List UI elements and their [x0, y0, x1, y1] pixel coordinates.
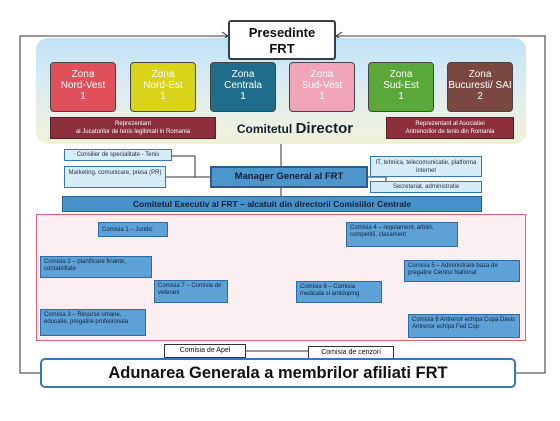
- general-manager-box: Manager General al FRT: [210, 166, 368, 188]
- rep-coaches-box: Reprezentant al Asociatiei Antrenorilor …: [386, 117, 514, 139]
- rep-coaches-line1: Reprezentant al Asociatiei: [415, 121, 485, 127]
- zone-num: 1: [160, 91, 166, 102]
- commission-4: Comisia 4 – regulament, arbitri, competi…: [346, 222, 458, 247]
- zone-name: Zona: [389, 69, 413, 80]
- zone-num: 2: [477, 91, 483, 102]
- director-committee-word1: Comitetul: [236, 122, 293, 136]
- zone-sub: Nord-Est: [143, 80, 183, 91]
- director-committee-word2: Director: [295, 120, 354, 137]
- zone-name: Zona: [151, 69, 175, 80]
- zone-num: 1: [240, 91, 246, 102]
- commission-3: Comisia 3 – Resurse umane, educatie, pre…: [40, 309, 146, 336]
- zone-sub: Sud-Est: [383, 80, 419, 91]
- rep-players-line2: al Jucatorilor de tenis legitimati in Ro…: [75, 129, 191, 135]
- zone-sub: Nord-Vest: [60, 80, 106, 91]
- appeals-commission-box: Comisia de Apel: [164, 344, 246, 358]
- zone-name: Zona: [468, 69, 492, 80]
- zone-sub: Centrala: [224, 80, 262, 91]
- commission-7: Comisia 7 – Comisia de veterani: [154, 280, 228, 303]
- zone-num: 1: [80, 91, 86, 102]
- secretariat-box: Secretariat, administratie: [370, 181, 482, 193]
- director-committee-title: Comitetul Director: [210, 120, 380, 138]
- president-title: Presedinte: [248, 25, 316, 40]
- general-assembly-box: Adunarea Generala a membrilor afiliati F…: [40, 358, 516, 388]
- advisor-tennis-box: Consilier de specialitate - Tenis: [64, 149, 172, 161]
- commission-1: Comisia 1 – Juridic: [98, 222, 168, 237]
- zone-name: Zona: [231, 69, 255, 80]
- commission-5: Comisia 5 – Administrare baza de pregati…: [404, 260, 520, 282]
- zone-sub: Bucuresti/ SAI: [448, 80, 512, 91]
- marketing-box: Marketing, comunicare, presa (PR): [64, 166, 166, 188]
- rep-coaches-line2: Antrenorilor de tenis din Romania: [405, 129, 495, 135]
- zone-num: 1: [319, 91, 325, 102]
- president-org: FRT: [269, 41, 295, 56]
- president-box: Presedinte FRT: [228, 20, 336, 60]
- zone-name: Zona: [71, 69, 95, 80]
- commission-2: Comisia 2 – planificare finante, contabi…: [40, 256, 152, 278]
- zone-num: 1: [398, 91, 404, 102]
- zone-name: Zona: [310, 69, 334, 80]
- it-box: IT, tehnica, telecomunicatie, platforma …: [370, 156, 482, 177]
- executive-committee-bar: Comitetul Executiv al FRT – alcatuit din…: [62, 196, 482, 212]
- rep-players-line1: Reprezentant: [114, 121, 152, 127]
- rep-players-box: Reprezentant al Jucatorilor de tenis leg…: [50, 117, 216, 139]
- commission-8: Comisia 8 – Comisia medicala si antidopi…: [296, 281, 382, 303]
- commission-6: Comisia 6 Antrenor echipa Cupa Davis Ant…: [408, 314, 520, 338]
- zone-sub: Sud-Vest: [301, 80, 343, 91]
